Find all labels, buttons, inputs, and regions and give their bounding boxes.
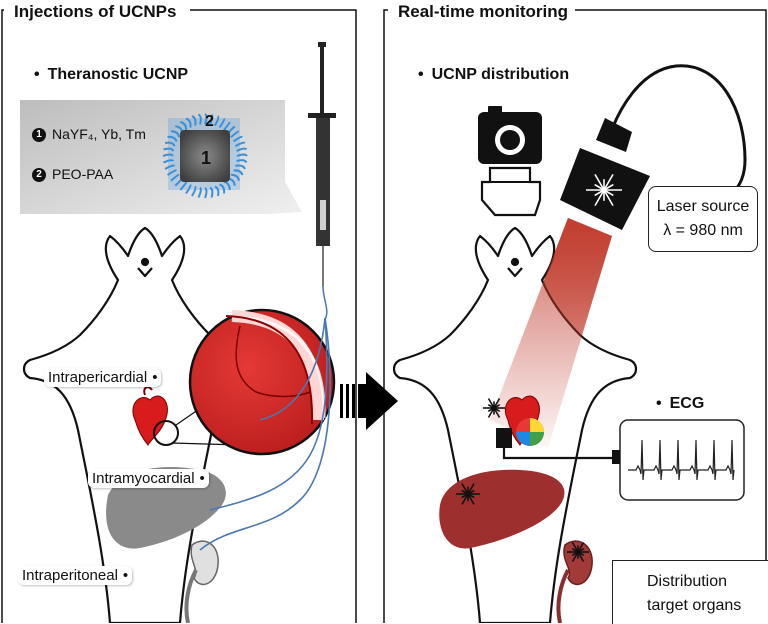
- arrow-right-icon: [340, 372, 398, 430]
- heart-zoom-circle: [188, 308, 336, 456]
- ureter-gray: [184, 569, 198, 623]
- catheter-lines: [199, 317, 331, 551]
- label-intraperitoneal: Intraperitoneal•: [18, 566, 133, 585]
- star-burst-kidney: [567, 542, 589, 562]
- zoom-callout-small: [153, 420, 179, 446]
- item-1-number: 1: [32, 128, 46, 143]
- left-panel-frame: [1, 9, 357, 623]
- shell-label: 2: [205, 113, 214, 130]
- theranostic-ucnp-bullet: Theranostic UCNP: [34, 66, 188, 84]
- legend-line-1: Distribution: [647, 573, 728, 590]
- star-burst-liver: [456, 483, 480, 505]
- composition-box: [20, 100, 302, 214]
- nanoparticle-icon: [162, 113, 248, 199]
- laser-source-label: Laser source: [656, 198, 750, 215]
- star-burst-icon: [586, 174, 622, 206]
- laser-wavelength: λ = 980 nm: [663, 222, 743, 239]
- item-2-text: PEO-PAA: [52, 166, 114, 182]
- laser-beam-overlay: [490, 218, 612, 448]
- label-intramyocardial: Intramyocardial•: [88, 469, 209, 488]
- right-panel-title: Real-time monitoring: [392, 2, 575, 22]
- ureter-red: [556, 569, 570, 623]
- composition-item-1: 1 NaYF₄, Yb, Tm: [32, 126, 146, 143]
- heart-small-left: [132, 386, 168, 446]
- ecg-monitor-icon: [612, 419, 745, 501]
- right-panel-frame: [383, 9, 767, 623]
- ucnp-distribution-bullet: UCNP distribution: [418, 66, 569, 84]
- intramyocardial-text: Intramyocardial: [92, 470, 195, 487]
- laser-source-box: Laser source λ = 980 nm: [648, 186, 758, 252]
- kidney-gray: [190, 540, 219, 586]
- composition-item-2: 2 PEO-PAA: [32, 166, 114, 183]
- item-2-number: 2: [32, 168, 46, 183]
- intrapericardial-text: Intrapericardial: [48, 369, 148, 386]
- star-burst-heart: [483, 398, 505, 418]
- core-label: 1: [201, 148, 212, 168]
- legend-line-2: target organs: [647, 597, 742, 614]
- ecg-label: ECG: [656, 395, 705, 413]
- legend-box: Distribution target organs: [612, 560, 768, 624]
- item-1-text: NaYF₄, Yb, Tm: [52, 126, 146, 142]
- ecg-electrode: [496, 418, 624, 460]
- intraperitoneal-text: Intraperitoneal: [22, 567, 118, 584]
- left-panel-title: Injections of UCNPs: [8, 2, 183, 22]
- camera-icon: [478, 106, 542, 217]
- label-intrapericardial: Intrapericardial•: [44, 368, 162, 387]
- syringe-icon: [308, 42, 336, 321]
